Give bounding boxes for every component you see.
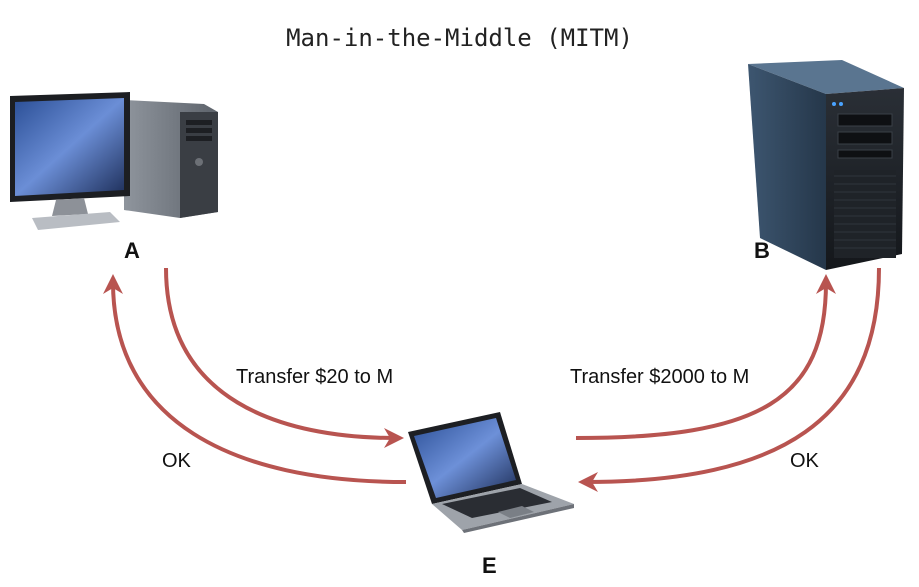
node-label-e: E [482,553,497,578]
message-b-to-e: OK [790,450,819,472]
arrow-b-to-e [578,267,881,492]
server-tower-icon [748,60,904,270]
arrow-a-to-e [164,267,404,448]
arrow-e-to-b [575,274,836,440]
message-e-to-a: OK [162,450,191,472]
laptop-icon [408,412,574,533]
node-label-a: A [124,238,140,263]
message-e-to-b: Transfer $2000 to M [570,366,750,388]
message-a-to-e: Transfer $20 to M [236,366,394,388]
diagram-title: Man-in-the-Middle (MITM) [286,24,633,52]
arrow-e-to-a [103,274,407,484]
node-label-b: B [754,238,770,263]
desktop-computer-icon [10,92,218,230]
